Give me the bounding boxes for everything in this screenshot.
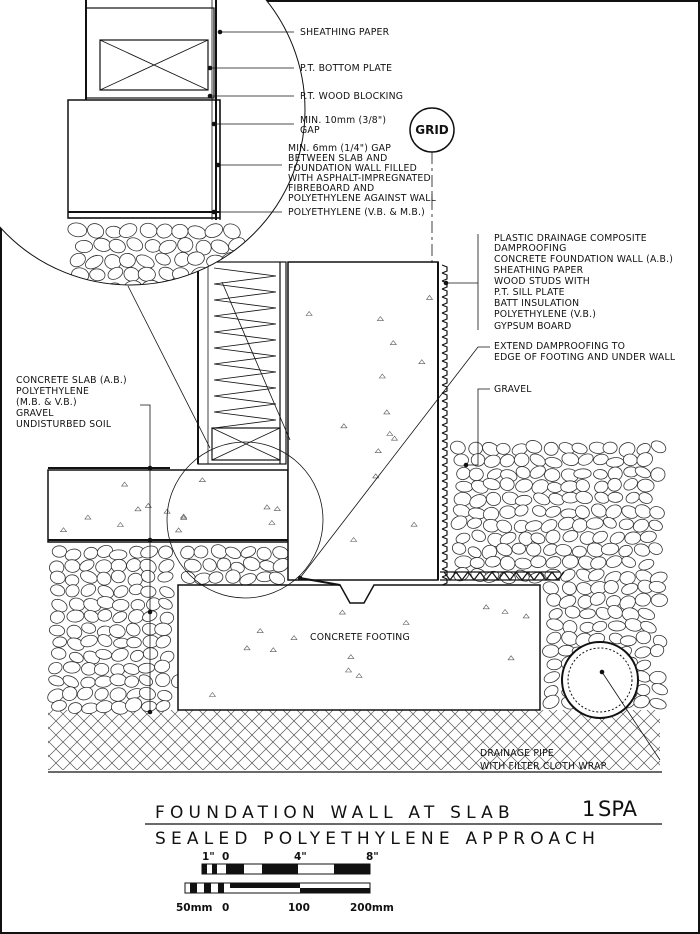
concrete-aggregate bbox=[59, 294, 530, 697]
svg-text:WOOD STUDS WITH: WOOD STUDS WITH bbox=[494, 276, 590, 287]
label-min-gap-10-line1: MIN. 10mm (3/8") bbox=[300, 115, 386, 126]
sheet-code: SPA bbox=[598, 797, 638, 821]
svg-text:GYPSUM BOARD: GYPSUM BOARD bbox=[494, 321, 571, 332]
svg-text:CONCRETE SLAB (A.B.): CONCRETE SLAB (A.B.) bbox=[16, 375, 127, 386]
svg-text:UNDISTURBED SOIL: UNDISTURBED SOIL bbox=[16, 419, 112, 430]
svg-text:CONCRETE FOUNDATION WALL (A.B.: CONCRETE FOUNDATION WALL (A.B.) bbox=[494, 254, 673, 265]
svg-text:P.T. SILL PLATE: P.T. SILL PLATE bbox=[494, 287, 565, 298]
scale-metric-tick-100: 100 bbox=[288, 902, 310, 914]
batt-insulation bbox=[213, 267, 277, 429]
label-pt-bottom-plate: P.T. BOTTOM PLATE bbox=[300, 63, 392, 74]
label-min-gap-6: MIN. 6mm (1/4") GAP BETWEEN SLAB AND FOU… bbox=[288, 143, 437, 204]
svg-text:BATT INSULATION: BATT INSULATION bbox=[494, 298, 579, 309]
label-polyethylene-vb-mb: POLYETHYLENE (V.B. & M.B.) bbox=[288, 207, 425, 218]
label-concrete-footing: CONCRETE FOOTING bbox=[310, 632, 410, 643]
drainage-pipe bbox=[561, 641, 639, 719]
scale-metric-tick-200: 200mm bbox=[350, 902, 394, 914]
svg-text:BETWEEN SLAB AND: BETWEEN SLAB AND bbox=[288, 153, 387, 164]
label-extend-damproofing-line2: EDGE OF FOOTING AND UNDER WALL bbox=[494, 352, 676, 363]
detail-callout-circle bbox=[166, 441, 324, 599]
svg-text:SHEATHING PAPER: SHEATHING PAPER bbox=[494, 265, 584, 276]
label-sheathing-paper: SHEATHING PAPER bbox=[300, 27, 390, 38]
label-drainage-pipe-line2: WITH FILTER CLOTH WRAP bbox=[480, 761, 607, 772]
label-drainage-pipe-line1: DRAINAGE PIPE bbox=[480, 748, 554, 759]
scale-metric-tick-50: 50mm bbox=[176, 902, 213, 914]
gravel-under-slab bbox=[47, 544, 290, 715]
label-pt-wood-blocking: P.T. WOOD BLOCKING bbox=[300, 91, 403, 102]
concrete-footing bbox=[177, 584, 541, 711]
detail-number: 1 bbox=[582, 797, 595, 821]
grid-bubble-label: GRID bbox=[415, 123, 449, 137]
enlarged-detail bbox=[0, 0, 305, 285]
drawing-title: FOUNDATION WALL AT SLAB bbox=[155, 803, 515, 823]
scale-imperial-tick-1: 1" bbox=[202, 851, 215, 863]
label-extend-damproofing-line1: EXTEND DAMPROOFING TO bbox=[494, 341, 625, 352]
scale-imperial-tick-4: 4" bbox=[294, 851, 307, 863]
label-slab-assembly: CONCRETE SLAB (A.B.) POLYETHYLENE (M.B. … bbox=[16, 375, 127, 430]
drainage-composite-footing bbox=[440, 571, 565, 581]
svg-text:(M.B. & V.B.): (M.B. & V.B.) bbox=[16, 397, 77, 408]
enlarged-detail-circle bbox=[0, 0, 306, 286]
svg-text:FIBREBOARD AND: FIBREBOARD AND bbox=[288, 183, 374, 194]
filter-cloth-wrap bbox=[567, 647, 633, 713]
svg-text:POLYETHYLENE AGAINST WALL: POLYETHYLENE AGAINST WALL bbox=[288, 193, 437, 204]
svg-text:GRAVEL: GRAVEL bbox=[16, 408, 54, 419]
scale-bar: 1" 0 4" 8" 50mm 0 100 200mm bbox=[176, 851, 394, 914]
drawing-subtitle: SEALED POLYETHYLENE APPROACH bbox=[155, 829, 600, 849]
scale-metric-tick-0: 0 bbox=[222, 902, 229, 914]
scale-imperial-tick-8: 8" bbox=[366, 851, 379, 863]
svg-text:WITH ASPHALT-IMPREGNATED: WITH ASPHALT-IMPREGNATED bbox=[288, 173, 431, 184]
svg-text:MIN. 6mm (1/4") GAP: MIN. 6mm (1/4") GAP bbox=[288, 143, 391, 154]
label-gravel-right: GRAVEL bbox=[494, 384, 532, 395]
undisturbed-soil bbox=[48, 710, 660, 770]
svg-text:PLASTIC DRAINAGE COMPOSITE: PLASTIC DRAINAGE COMPOSITE bbox=[494, 233, 647, 244]
svg-text:DAMPROOFING: DAMPROOFING bbox=[494, 243, 567, 254]
scale-imperial-tick-0: 0 bbox=[222, 851, 229, 863]
label-min-gap-10-line2: GAP bbox=[300, 125, 320, 136]
svg-text:FOUNDATION WALL FILLED: FOUNDATION WALL FILLED bbox=[288, 163, 417, 174]
enlarged-detail-leaders bbox=[207, 29, 294, 215]
svg-text:POLYETHYLENE: POLYETHYLENE bbox=[16, 386, 89, 397]
plastic-drainage-composite bbox=[441, 264, 448, 586]
svg-text:POLYETHYLENE (V.B.): POLYETHYLENE (V.B.) bbox=[494, 309, 596, 320]
concrete-foundation-wall bbox=[287, 261, 439, 581]
label-wall-assembly: PLASTIC DRAINAGE COMPOSITE DAMPROOFING C… bbox=[494, 233, 673, 332]
